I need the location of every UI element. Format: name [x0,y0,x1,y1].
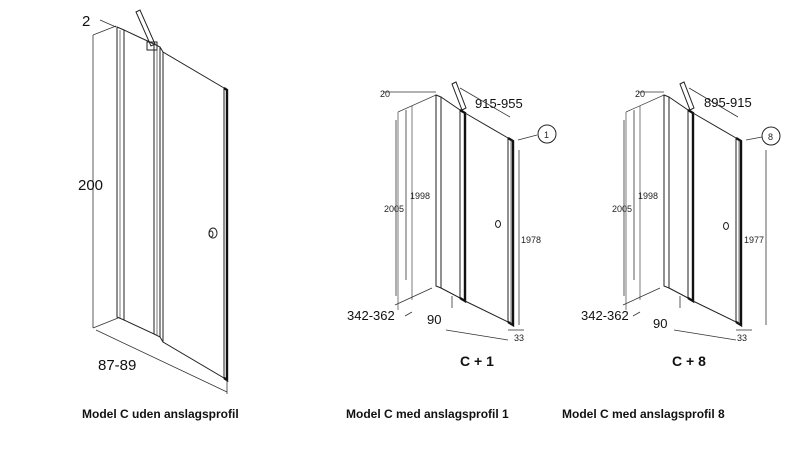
marker-leader [745,136,763,141]
door-outer-edge [223,87,229,383]
top-gap-label: 20 [635,89,645,99]
opening-dim-line [688,87,739,118]
door-panel [464,112,509,323]
profile-height-label: 1977 [744,235,764,245]
wall-top [397,94,437,113]
diagram-model-c-profile-1: 20 915-955 1 2005 1998 1978 [347,81,557,369]
depth-dim-label: 90 [653,316,667,331]
fixed-panel [668,96,689,299]
fixed-panel-edge [663,94,670,289]
strike-profile [507,136,515,328]
inner-height-label: 1998 [638,191,658,201]
side-dim-line [394,287,433,306]
model-code: C + 1 [460,353,494,369]
height-dim-ext-bottom [92,317,119,329]
opening-bottom-line [445,329,509,341]
depth-dim-label: 90 [427,312,441,327]
profile-width-label: 33 [514,333,524,343]
hinge-bracket [135,9,156,47]
outer-height-label: 2005 [612,204,632,214]
marker-leader [517,134,538,141]
width-dim-line [95,329,228,393]
profile-height-label: 1978 [521,235,541,245]
profile-marker-circle [761,126,781,146]
side-dim-tick [404,311,413,317]
door-panel [692,112,737,323]
profile-marker-label: 8 [768,132,773,142]
strike-profile [735,136,743,328]
top-gap-label: 20 [380,89,390,99]
door-handle-knob [723,222,729,230]
caption-model-c-profile-8: Model C med anslagsprofil 8 [562,407,725,421]
outer-height-label: 2005 [384,204,404,214]
opening-bottom-line [673,329,737,341]
inner-height-label: 1998 [410,191,430,201]
door-handle-inner [208,230,214,238]
diagram-model-c-plain: 2 200 87-89 [78,9,229,394]
side-dim-label: 342-362 [347,308,395,323]
fixed-panel-edge [435,94,442,289]
hinge-profile [687,108,695,304]
hinge-profile [459,108,467,304]
caption-model-c-profile-1: Model C med anslagsprofil 1 [346,407,509,421]
side-dim-line [622,287,661,306]
wall-top [625,94,665,113]
height-dim-label: 200 [78,177,103,194]
profile-marker-label: 1 [544,130,549,140]
top-dim-label: 2 [82,13,90,30]
caption-model-c-plain: Model C uden anslagsprofil [82,407,239,421]
height-dim-ext-top [92,25,117,36]
top-dim-line [99,19,117,28]
hinge-bracket [679,81,695,111]
side-dim-tick [632,311,641,317]
profile-marker-circle [537,124,557,144]
door-panel [159,46,225,379]
fixed-panel [440,96,461,299]
fixed-panel-edge [116,26,125,321]
width-dim-label: 87-89 [98,357,136,374]
opening-dim-line [459,87,511,118]
opening-label: 915-955 [475,96,523,111]
fixed-panel [123,29,155,335]
opening-label: 895-915 [704,95,752,110]
door-handle-knob [495,220,501,228]
side-dim-label: 342-362 [581,308,629,323]
diagram-model-c-profile-8: 20 895-915 8 2005 1998 1977 342-362 90 3… [581,81,781,369]
hinge-bracket [451,81,467,111]
profile-width-label: 33 [737,333,747,343]
model-code: C + 8 [672,353,706,369]
